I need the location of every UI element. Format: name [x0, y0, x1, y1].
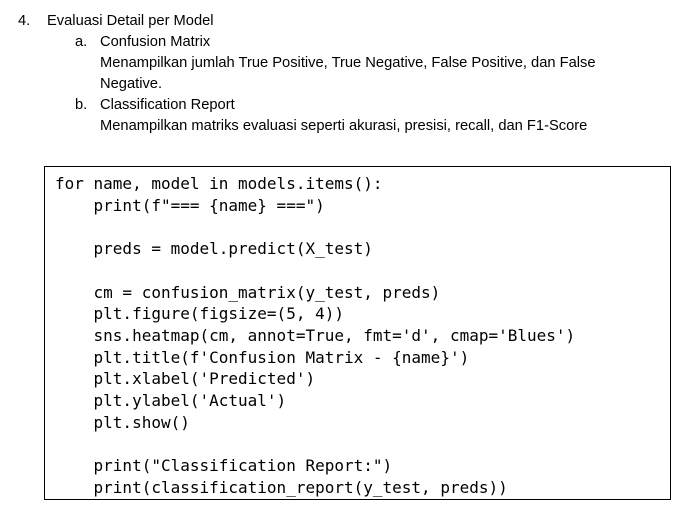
python-code-block: for name, model in models.items(): print… — [44, 166, 671, 500]
list-number: 4. — [18, 13, 31, 29]
list-item-4a-description-line-2: Negative. — [100, 76, 163, 92]
list-item-4b-description-line-1: Menampilkan matriks evaluasi seperti aku… — [100, 118, 588, 134]
list-item-4b-title: Classification Report — [100, 97, 235, 113]
list-item-4a-title: Confusion Matrix — [100, 34, 211, 50]
list-item-4a: a. Confusion Matrix — [0, 32, 695, 53]
list-item-4a-description-line-1: Menampilkan jumlah True Positive, True N… — [100, 55, 596, 71]
list-item-4b: b. Classification Report — [0, 95, 695, 116]
list-item-4a-marker: a. — [75, 34, 88, 50]
list-item-4: 4. Evaluasi Detail per Model — [0, 11, 695, 32]
list-item-4-title: Evaluasi Detail per Model — [47, 13, 214, 29]
list-item-4b-marker: b. — [75, 97, 88, 113]
